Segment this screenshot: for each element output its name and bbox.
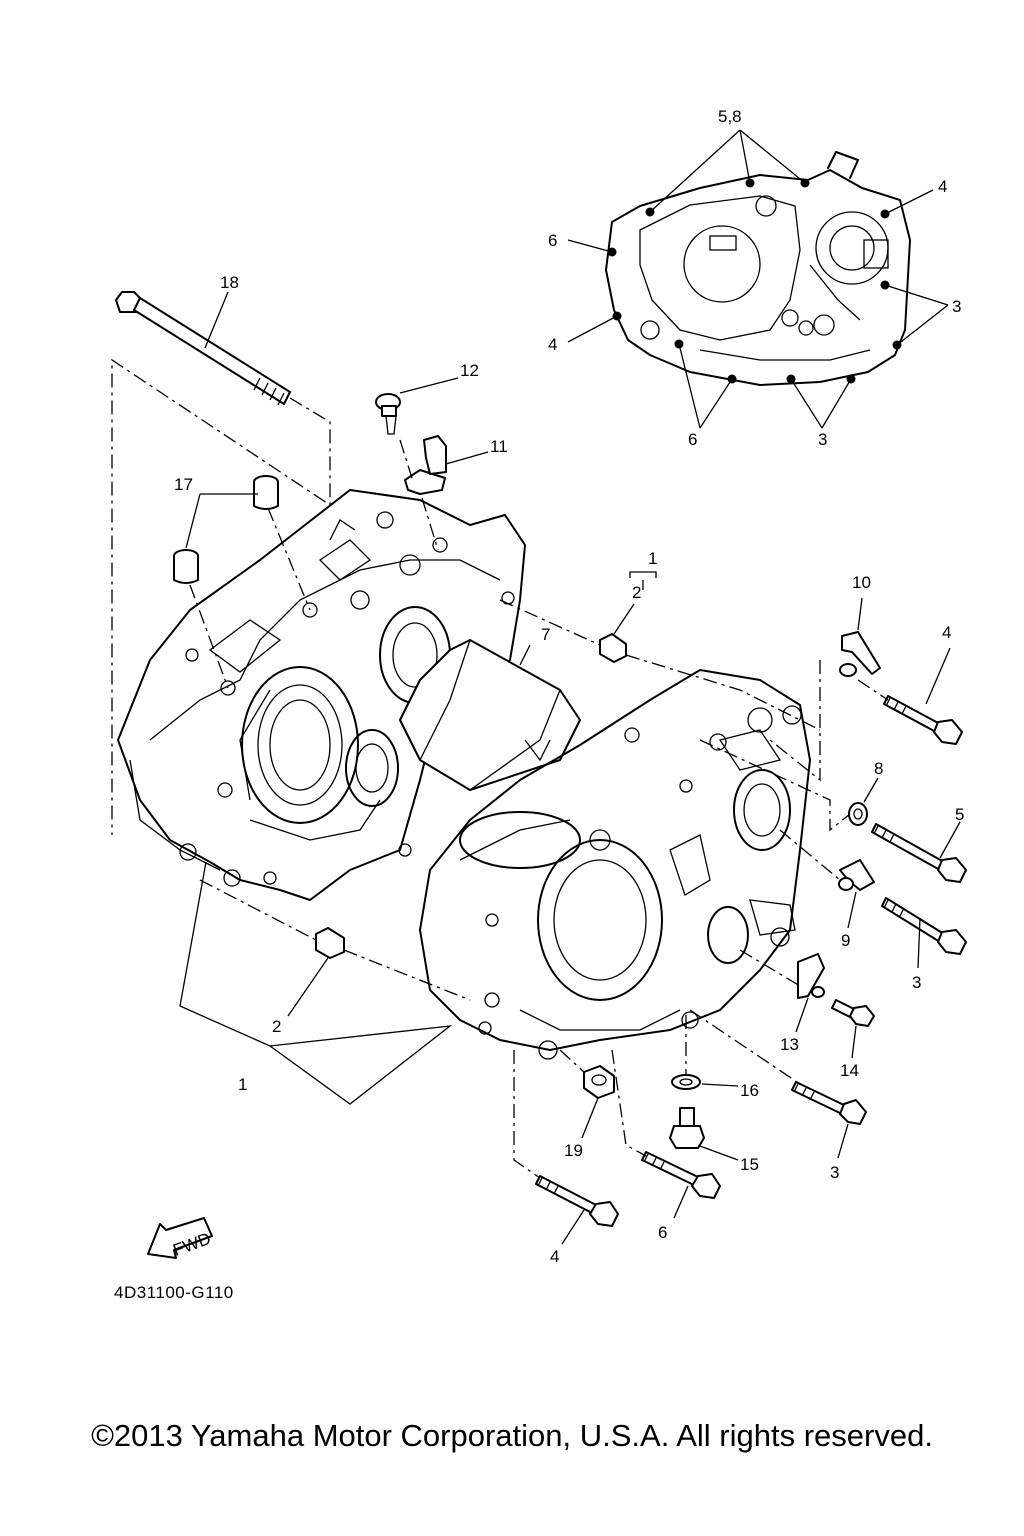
callout-8: 8 [874, 759, 883, 778]
bolt-12 [375, 377, 459, 435]
callout-4: 4 [938, 177, 947, 196]
callout-2: 2 [272, 1017, 281, 1036]
callout-18: 18 [220, 273, 239, 292]
callout-3: 3 [818, 430, 827, 449]
callout-11: 11 [490, 437, 508, 456]
crankcase-sealant-detail [567, 129, 949, 429]
bracket-10 [839, 597, 881, 677]
callout-3: 3 [952, 297, 961, 316]
bolt-5 [871, 821, 967, 883]
copyright-notice: ©2013 Yamaha Motor Corporation, U.S.A. A… [91, 1418, 933, 1453]
bracket-9 [779, 829, 875, 929]
callout-14: 14 [840, 1061, 859, 1080]
callout-19: 19 [564, 1141, 583, 1160]
callout-12: 12 [460, 361, 479, 380]
callout-3: 3 [912, 973, 921, 992]
callout-13: 13 [780, 1035, 799, 1054]
callout-10: 10 [852, 573, 871, 592]
bolt-14 [831, 999, 875, 1059]
callout-6: 6 [688, 430, 697, 449]
washer-16 [671, 1015, 739, 1090]
callout-4: 4 [550, 1247, 559, 1266]
callout-7: 7 [541, 625, 550, 644]
callout-6: 6 [548, 231, 557, 250]
bolt-3-right [881, 897, 967, 969]
dowel-pin-2-bottom [199, 879, 471, 1017]
callout-16: 16 [740, 1081, 759, 1100]
callout-4: 4 [548, 335, 557, 354]
long-bolt-18 [111, 291, 331, 835]
callout-labels: 5,8 4 6 3 4 6 3 18 12 11 17 1 2 7 10 4 8… [174, 107, 964, 1266]
diagram-code: 4D31100-G110 [114, 1283, 234, 1302]
callout-4: 4 [942, 623, 951, 642]
callout-1: 1 [648, 549, 657, 568]
forward-direction-arrow: FWD [147, 1217, 213, 1260]
callout-9: 9 [841, 931, 850, 950]
crankcase-assembly-bracket [179, 861, 453, 1105]
dowel-pin-2-top [499, 571, 821, 731]
callout-3: 3 [830, 1163, 839, 1182]
cable-clamp-11 [399, 435, 489, 551]
bolt-6-bottom [611, 1049, 721, 1219]
dowel-pins-17 [173, 475, 311, 689]
nut-19 [559, 1049, 615, 1139]
right-crankcase-half [419, 669, 811, 1060]
bracket-13 [739, 949, 825, 1033]
callout-5: 5 [955, 805, 964, 824]
callout-1: 1 [238, 1075, 247, 1094]
drain-bolt-15 [669, 1107, 739, 1161]
bolt-3-bottom [689, 1009, 867, 1159]
callout-17: 17 [174, 475, 193, 494]
bolt-4-right [769, 647, 963, 782]
oil-strainer-7 [399, 639, 581, 791]
bolt-4-bottom [513, 1050, 619, 1245]
callout-2: 2 [632, 583, 641, 602]
callout-15: 15 [740, 1155, 759, 1174]
callout-5-8: 5,8 [718, 107, 742, 126]
washer-8 [699, 739, 879, 832]
callout-6: 6 [658, 1223, 667, 1242]
